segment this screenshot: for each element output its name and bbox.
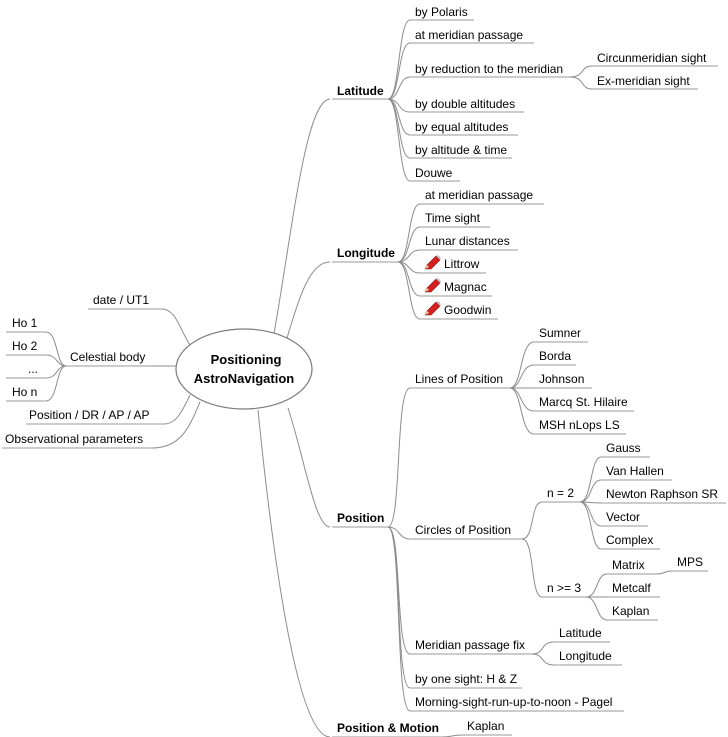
node-position-motion[interactable]: Position & Motion	[337, 721, 439, 735]
link-lat-1	[387, 19, 411, 100]
connector-lines	[45, 19, 673, 737]
node-lat-douwe[interactable]: Douwe	[415, 166, 453, 180]
node-lop-marcq[interactable]: Marcq St. Hilaire	[539, 395, 628, 409]
link-pos-cop	[387, 526, 411, 540]
node-n3-kaplan[interactable]: Kaplan	[612, 604, 649, 618]
link-lon-3	[397, 249, 421, 263]
node-one-sight[interactable]: by one sight: H & Z	[415, 672, 517, 686]
link-pos-onesight	[387, 526, 411, 689]
node-circunmeridian[interactable]: Circunmeridian sight	[597, 51, 707, 65]
node-lat-reduction[interactable]: by reduction to the meridian	[415, 62, 563, 76]
link-center-obs	[151, 401, 201, 449]
node-n2-vector[interactable]: Vector	[606, 510, 640, 524]
node-lat-equal[interactable]: by equal altitudes	[415, 120, 508, 134]
node-longitude[interactable]: Longitude	[337, 246, 395, 260]
link-lon-1	[397, 203, 421, 263]
link-center-position	[287, 407, 331, 528]
node-ho-dots[interactable]: ...	[28, 362, 38, 376]
link-mf-lat	[531, 641, 555, 655]
node-position[interactable]: Position	[337, 511, 384, 525]
link-n2-2	[579, 479, 602, 503]
node-lon-meridian[interactable]: at meridian passage	[425, 188, 533, 202]
pencil-icon	[424, 277, 442, 293]
node-ex-meridian[interactable]: Ex-meridian sight	[597, 74, 690, 88]
link-lat-6	[387, 98, 411, 159]
node-lon-lunar[interactable]: Lunar distances	[425, 234, 510, 248]
node-n3-metcalf[interactable]: Metcalf	[612, 581, 651, 595]
node-motion-kaplan[interactable]: Kaplan	[467, 719, 504, 733]
node-n2-complex[interactable]: Complex	[606, 533, 653, 547]
node-lat-meridian[interactable]: at meridian passage	[415, 28, 523, 42]
link-cop-n2	[521, 501, 543, 540]
link-cop-n3	[521, 538, 543, 598]
link-center-latitude	[271, 98, 331, 346]
node-pagel[interactable]: Morning-sight-run-up-to-noon - Pagel	[415, 695, 612, 709]
link-n3-kaplan	[585, 596, 608, 621]
node-mf-latitude[interactable]: Latitude	[559, 626, 602, 640]
node-n2-vanhallen[interactable]: Van Hallen	[606, 464, 664, 478]
node-lop-borda[interactable]: Borda	[539, 349, 571, 363]
link-n2-1	[579, 456, 602, 503]
node-lat-altitude-time[interactable]: by altitude & time	[415, 143, 507, 157]
node-ho-1[interactable]: Ho 1	[12, 316, 38, 330]
link-pos-pagel	[387, 526, 411, 712]
link-mf-lon	[531, 653, 555, 666]
node-ho-n[interactable]: Ho n	[12, 385, 37, 399]
link-center-positiondr	[163, 394, 191, 425]
node-ho-2[interactable]: Ho 2	[12, 339, 38, 353]
link-pos-lop	[387, 387, 411, 528]
central-node[interactable]	[175, 328, 313, 410]
node-observational[interactable]: Observational parameters	[5, 432, 143, 446]
link-lop-5	[509, 387, 535, 435]
node-lon-timesight[interactable]: Time sight	[425, 211, 481, 225]
link-lop-2	[509, 364, 535, 389]
central-title-line2: AstroNavigation	[194, 371, 294, 386]
link-lon-2	[397, 226, 421, 263]
link-celestial-ho1	[45, 331, 67, 367]
node-circles-of-position[interactable]: Circles of Position	[415, 523, 511, 537]
pencil-icon	[424, 254, 442, 270]
link-reduction-1	[569, 65, 593, 78]
link-lon-6	[397, 261, 421, 320]
node-n2-gauss[interactable]: Gauss	[606, 441, 641, 455]
node-underlines	[2, 19, 726, 737]
node-lon-magnac[interactable]: Magnac	[444, 280, 487, 294]
link-reduction-2	[569, 76, 593, 90]
node-lop-msh[interactable]: MSH nLops LS	[539, 418, 620, 432]
node-n2-newton[interactable]: Newton Raphson SR	[606, 487, 718, 501]
link-n3-matrix	[585, 573, 608, 598]
link-center-longitude	[286, 261, 331, 339]
link-center-motion	[257, 409, 331, 737]
link-lop-1	[509, 341, 535, 389]
link-celestial-hon	[45, 365, 67, 402]
node-lat-polaris[interactable]: by Polaris	[415, 5, 468, 19]
node-lat-double[interactable]: by double altitudes	[415, 97, 515, 111]
pencil-icon	[424, 300, 442, 316]
link-matrix-mps	[656, 570, 673, 575]
node-n2[interactable]: n = 2	[547, 486, 574, 500]
link-n2-5	[579, 501, 602, 550]
node-n3-mps[interactable]: MPS	[677, 555, 703, 569]
central-title-line1: Positioning	[211, 352, 282, 367]
link-center-date	[161, 308, 191, 346]
node-lines-of-position[interactable]: Lines of Position	[415, 372, 503, 386]
node-n3-matrix[interactable]: Matrix	[612, 558, 645, 572]
node-position-dr[interactable]: Position / DR / AP / AP	[29, 408, 150, 422]
node-latitude[interactable]: Latitude	[337, 84, 384, 98]
node-lon-littrow[interactable]: Littrow	[444, 257, 480, 271]
link-lat-2	[387, 42, 411, 100]
node-n3[interactable]: n >= 3	[547, 581, 581, 595]
link-lop-4	[509, 387, 535, 412]
link-lat-7	[387, 98, 411, 182]
node-date[interactable]: date / UT1	[93, 293, 149, 307]
node-meridian-fix[interactable]: Meridian passage fix	[415, 638, 525, 652]
link-celestial-ho2	[45, 354, 67, 367]
node-lop-johnson[interactable]: Johnson	[539, 372, 584, 386]
node-celestial-body[interactable]: Celestial body	[70, 350, 145, 364]
link-lat-3	[387, 76, 411, 100]
node-mf-longitude[interactable]: Longitude	[559, 649, 612, 663]
node-lop-sumner[interactable]: Sumner	[539, 326, 581, 340]
node-lon-goodwin[interactable]: Goodwin	[444, 303, 491, 317]
